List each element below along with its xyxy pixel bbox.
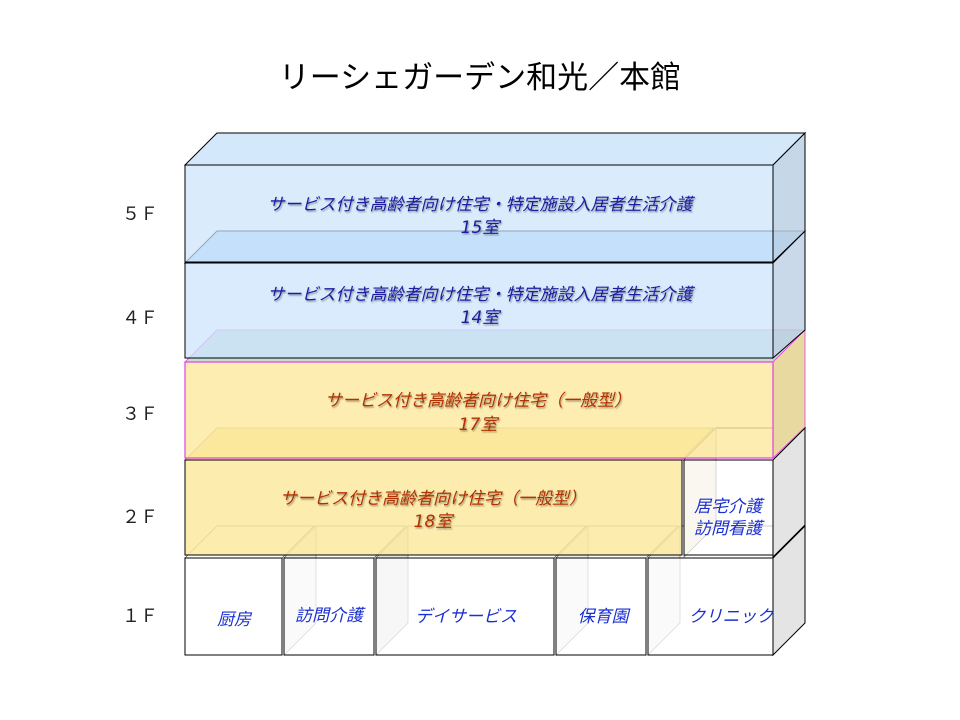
area-name-care-office: 居宅介護 [694, 497, 765, 517]
room-count-5f: 15室 [461, 218, 503, 238]
floor-label-2f: ２Ｆ [122, 507, 158, 528]
floor-5f [183, 131, 807, 264]
page-title: リーシェガーデン和光／本館 [278, 60, 682, 96]
area-name-home-care: 訪問介護 [295, 606, 366, 626]
floor-label-3f: ３Ｆ [122, 404, 158, 425]
area-name-3f: サービス付き高齢者向け住宅（一般型） [325, 391, 631, 411]
area-name-day-service: デイサービス [415, 607, 517, 627]
area-name-nursery: 保育園 [578, 607, 631, 627]
floor-label-4f: ４Ｆ [122, 308, 158, 329]
area-name-5f: サービス付き高齢者向け住宅・特定施設入居者生活介護 [268, 195, 696, 215]
area-name-clinic: クリニック [689, 607, 775, 627]
floor-label-1f: １Ｆ [122, 606, 158, 627]
area-name-visiting-nurse: 訪問看護 [694, 519, 765, 539]
area-name-kitchen: 厨房 [217, 610, 253, 630]
room-count-2f: 18室 [414, 512, 456, 532]
floor-label-5f: ５Ｆ [122, 204, 158, 225]
area-name-2f: サービス付き高齢者向け住宅（一般型） [280, 489, 586, 509]
area-name-4f: サービス付き高齢者向け住宅・特定施設入居者生活介護 [268, 285, 696, 305]
room-count-3f: 17室 [459, 415, 501, 435]
room-count-4f: 14室 [461, 308, 503, 328]
